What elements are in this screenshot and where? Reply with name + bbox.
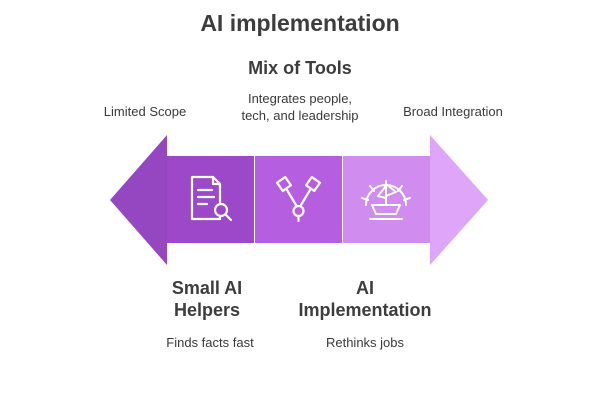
left-stage-heading-line2: Helpers — [173, 300, 241, 320]
gear-ship-icon — [361, 180, 411, 220]
right-stage-heading-line1: AI — [356, 278, 374, 298]
left-arrowhead — [110, 135, 167, 265]
box-small-ai-helpers — [167, 156, 254, 243]
center-top-description-line1: Integrates people, — [247, 91, 353, 106]
right-stage-description: Rethinks jobs — [325, 335, 405, 350]
center-top-description-line2: tech, and leadership — [241, 108, 359, 123]
right-end-label: Broad Integration — [403, 104, 503, 119]
right-stage-heading-line2: Implementation — [298, 300, 432, 320]
diagram-title: AI implementation — [200, 10, 400, 36]
box-mix-of-tools — [255, 156, 342, 243]
left-stage-description: Finds facts fast — [166, 335, 254, 350]
right-arrowhead — [430, 135, 488, 265]
document-search-icon — [190, 175, 233, 222]
center-top-heading: Mix of Tools — [248, 58, 352, 78]
tools-icon — [275, 175, 322, 223]
left-stage-heading-line1: Small AI — [171, 278, 243, 298]
left-end-label: Limited Scope — [103, 104, 187, 119]
